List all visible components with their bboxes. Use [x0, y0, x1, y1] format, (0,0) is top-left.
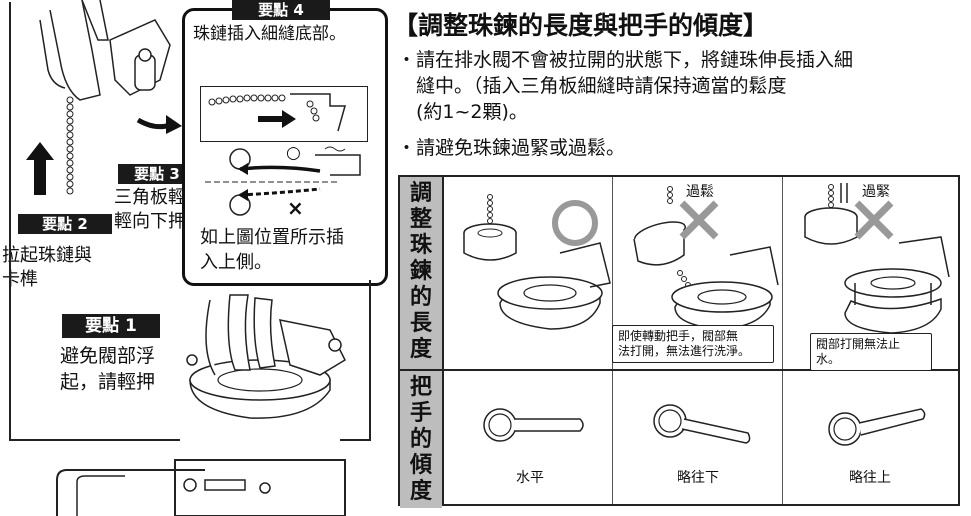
- caption-slightly-down: 略往下: [677, 470, 719, 486]
- col-divider-2: [782, 177, 783, 504]
- row1-char-2: 整: [409, 207, 432, 232]
- tank-illustration: [56, 459, 346, 516]
- float-loose-illustration: [633, 186, 779, 330]
- page-title: 【調整珠鍊的長度與把手的傾度】: [393, 11, 769, 40]
- press-valve-illustration: [186, 294, 346, 419]
- point3-badge: 要點 3: [118, 164, 196, 184]
- row1-char-7: 度: [409, 337, 432, 362]
- bullet-line-4: ・請避免珠鍊過緊或過鬆。: [397, 137, 626, 159]
- chain-slot-detail: [200, 86, 368, 142]
- row-divider: [400, 369, 958, 371]
- note-too-tight-line2: 水。: [816, 352, 841, 366]
- bullet-line-2: 縫中。（插入三角板細縫時請保持適當的鬆度: [397, 75, 787, 97]
- note-too-loose-line1: 即使轉動把手，閥部無: [618, 329, 739, 343]
- ng-mark: ×: [287, 196, 304, 220]
- bullet-line-3: (約1~2顆)。: [397, 101, 528, 123]
- row2-char-2: 手: [409, 401, 432, 426]
- point4-note-line1: 如上圖位置所示插: [200, 227, 344, 248]
- bullet-line-1: ・請在排水閥不會被拉開的狀態下，將鏈珠伸長插入細: [397, 49, 854, 71]
- row1-char-4: 鍊: [409, 259, 432, 284]
- point4-note-line2: 入上側。: [200, 252, 272, 273]
- point4-panel: [182, 8, 388, 286]
- note-too-loose-line2: 法打開，無法進行洗淨。: [618, 344, 751, 358]
- row1-char-3: 珠: [409, 233, 432, 258]
- float-tight-illustration: [804, 183, 950, 334]
- handle-level-illustration: [483, 408, 584, 442]
- point1-text-line2: 起，請輕押: [60, 371, 156, 393]
- point3-text-line1: 三角板輕: [114, 187, 186, 208]
- chain-slot-drawing: [208, 93, 346, 132]
- hand-pull-illustration: [26, 0, 182, 195]
- row-header-handle-angle: 把 手 的 傾 度: [400, 371, 442, 508]
- row2-char-3: 的: [409, 427, 432, 452]
- point3-text-line2: 輕向下押: [114, 211, 186, 232]
- note-too-tight-line1: 閥部打開無法止: [816, 337, 901, 351]
- float-ok-illustration: [463, 194, 611, 330]
- point4-caption: 珠鏈插入細縫底部。: [193, 24, 346, 44]
- adjustment-table: 調 整 珠 鍊 的 長 度 把 手 的 傾 度 過鬆: [398, 175, 960, 508]
- row2-char-4: 傾: [409, 453, 432, 478]
- row1-char-6: 長: [409, 311, 432, 336]
- handle-down-illustration: [653, 404, 751, 444]
- caption-level: 水平: [516, 470, 544, 486]
- note-too-tight: 閥部打開無法止 水。: [810, 333, 932, 371]
- label-too-tight: 過緊: [862, 184, 890, 200]
- point1-badge: 要點 1: [62, 314, 160, 338]
- note-too-loose: 即使轉動把手，閥部無 法打開，無法進行洗淨。: [612, 325, 774, 363]
- insert-position-diagram: [205, 146, 361, 216]
- col-divider-0: [442, 177, 444, 504]
- row1-char-5: 的: [409, 285, 432, 310]
- ok-mark: ○: [286, 143, 301, 163]
- row2-char-5: 度: [409, 479, 432, 504]
- row1-char-1: 調: [409, 181, 432, 206]
- point2-badge: 要點 2: [18, 214, 112, 234]
- caption-slightly-up: 略往上: [849, 470, 891, 486]
- label-too-loose: 過鬆: [686, 184, 714, 200]
- point2-text-line1: 拉起珠鏈與: [2, 245, 92, 266]
- row2-char-1: 把: [409, 375, 432, 400]
- row-header-chain-length: 調 整 珠 鍊 的 長 度: [400, 177, 442, 371]
- point1-text-line1: 避免閥部浮: [60, 345, 156, 367]
- point4-badge: 要點 4: [232, 0, 330, 20]
- handle-up-illustration: [828, 408, 926, 446]
